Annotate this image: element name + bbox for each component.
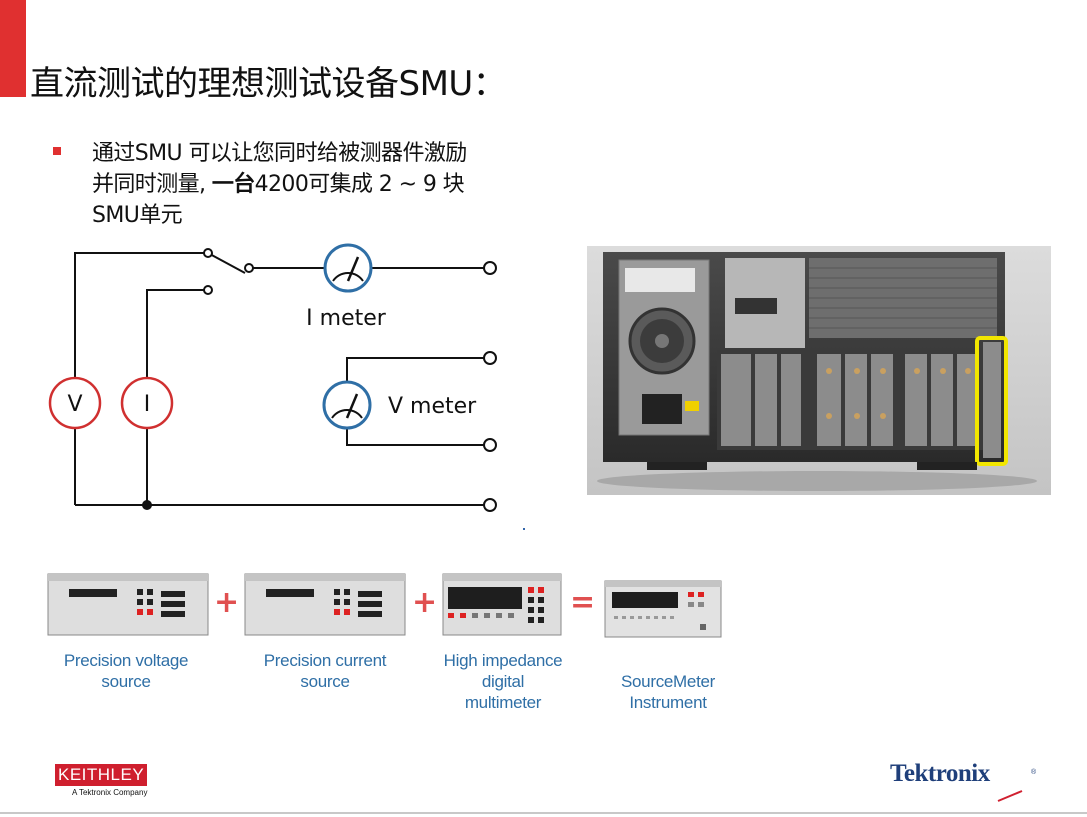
bullet-text: 通过SMU 可以让您同时给被测器件激励 并同时测量, 一台4200可集成 2 ~… bbox=[92, 138, 592, 231]
smu-slot-highlight bbox=[975, 336, 1008, 466]
bullet-line-2-prefix: 并同时测量, bbox=[92, 172, 206, 197]
bullet-marker bbox=[53, 147, 61, 155]
caption-line: source bbox=[101, 672, 151, 691]
tektronix-swoosh-icon bbox=[997, 790, 1023, 802]
bullet-line-2: 并同时测量, 一台4200可集成 2 ~ 9 块 bbox=[92, 169, 592, 200]
caption-line: Precision voltage bbox=[63, 651, 189, 670]
tektronix-logo: Tektronix bbox=[890, 760, 990, 787]
caption-current-source: Precision current source bbox=[245, 650, 405, 692]
caption-line: High impedance bbox=[443, 651, 563, 670]
caption-sourcemeter: SourceMeter Instrument bbox=[598, 671, 738, 713]
current-source-instrument-icon bbox=[244, 573, 406, 636]
tektronix-registered-mark: ® bbox=[1031, 769, 1037, 776]
slide-title: 直流测试的理想测试设备SMU： bbox=[30, 64, 507, 104]
keithley-logo: KEITHLEY bbox=[55, 764, 148, 786]
multimeter-instrument-icon bbox=[442, 573, 562, 636]
footer-divider bbox=[0, 812, 1087, 814]
voltmeter-gauge-icon bbox=[322, 380, 372, 430]
caption-line: digital bbox=[481, 672, 525, 691]
equals-operator: = bbox=[570, 585, 596, 620]
current-source-label: I bbox=[144, 392, 151, 417]
v-meter-label: V meter bbox=[388, 394, 477, 419]
bullet-line-1: 通过SMU 可以让您同时给被测器件激励 bbox=[92, 141, 467, 166]
instrument-rear-panel-photo bbox=[587, 246, 1051, 495]
voltage-source-label: V bbox=[67, 392, 82, 417]
caption-line: SourceMeter bbox=[620, 672, 716, 691]
instrument-equation-diagram: + + = Precision voltage source Precision bbox=[0, 560, 1087, 720]
sourcemeter-instrument-icon bbox=[604, 580, 722, 638]
smu-circuit-schematic: V I I meter V meter bbox=[48, 243, 497, 512]
stray-dot bbox=[523, 528, 525, 530]
current-source-icon: I bbox=[120, 376, 174, 430]
plus-operator-2: + bbox=[412, 585, 438, 620]
plus-operator-1: + bbox=[214, 585, 240, 620]
caption-line: multimeter bbox=[464, 693, 542, 712]
i-meter-label: I meter bbox=[306, 306, 387, 331]
caption-multimeter: High impedance digital multimeter bbox=[423, 650, 583, 713]
caption-line: Precision current bbox=[263, 651, 387, 670]
caption-line: Instrument bbox=[629, 693, 707, 712]
voltage-source-instrument-icon bbox=[47, 573, 209, 636]
ammeter-gauge-icon bbox=[323, 243, 373, 293]
voltage-source-icon: V bbox=[48, 376, 102, 430]
keithley-subtitle: A Tektronix Company bbox=[72, 788, 148, 797]
bullet-line-2-suffix: 4200可集成 2 ~ 9 块 bbox=[254, 172, 465, 197]
title-accent-bar bbox=[0, 0, 26, 97]
junction-dot bbox=[142, 500, 152, 510]
caption-voltage-source: Precision voltage source bbox=[46, 650, 206, 692]
bullet-line-2-bold: 一台 bbox=[211, 172, 255, 197]
bullet-line-3: SMU单元 bbox=[92, 203, 183, 228]
caption-line: source bbox=[300, 672, 350, 691]
